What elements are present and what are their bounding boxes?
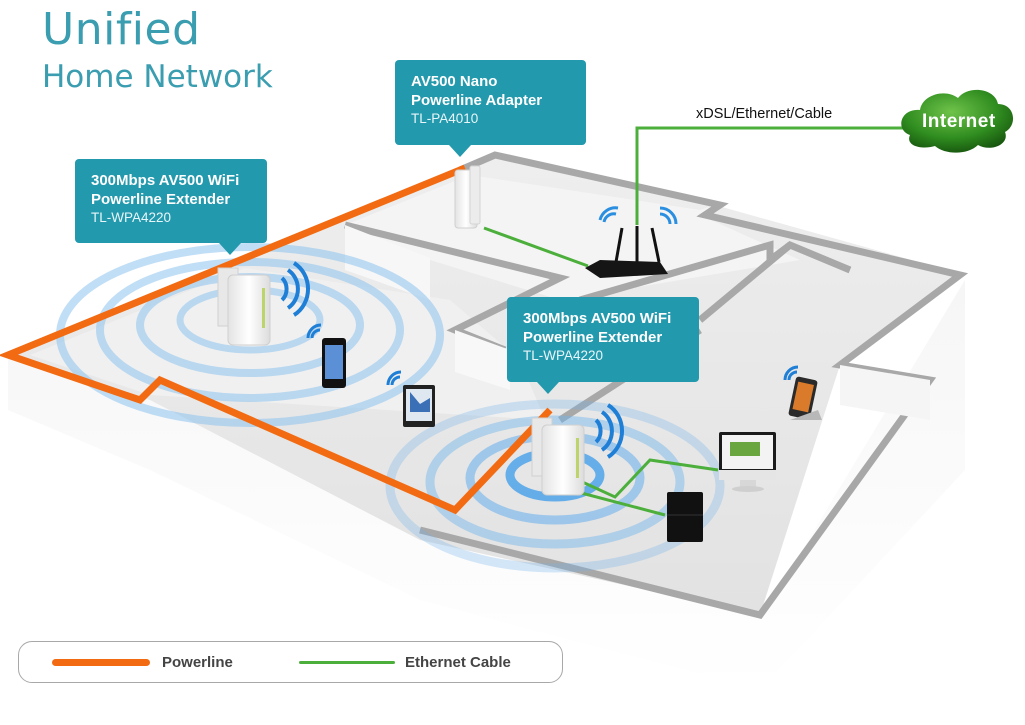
ethernet-adapter-router xyxy=(483,226,589,268)
callout-powerline-adapter: AV500 Nano Powerline Adapter TL-PA4010 xyxy=(395,60,586,157)
callout-model: TL-WPA4220 xyxy=(91,210,172,225)
legend-label-powerline: Powerline xyxy=(162,654,233,671)
legend-swatch-powerline xyxy=(52,659,150,666)
legend-swatch-ethernet xyxy=(299,661,395,664)
console-icon xyxy=(667,492,703,542)
wall-top-outer xyxy=(419,151,969,619)
legend: Powerline Ethernet Cable xyxy=(18,641,563,683)
internet-cloud xyxy=(901,89,1014,153)
powerline-path xyxy=(0,164,553,515)
wall-face-3 xyxy=(840,365,930,420)
wifi-extender-icon xyxy=(541,424,585,496)
wifi-extender-left xyxy=(217,261,311,346)
callout-extender-left: 300Mbps AV500 WiFi Powerline Extender TL… xyxy=(75,159,267,255)
wall-inner-c xyxy=(697,242,793,323)
page-subtitle: Home Network xyxy=(42,59,273,95)
callout-title-line1: 300Mbps AV500 WiFi xyxy=(91,172,240,189)
callout-title-line2: Powerline Extender xyxy=(91,191,231,208)
callout-pointer xyxy=(219,243,241,255)
callout-title-line1: AV500 Nano xyxy=(411,73,498,90)
powerline-links xyxy=(0,164,553,515)
router xyxy=(585,206,678,278)
callout-pointer xyxy=(449,145,471,157)
ethernet-extender-console xyxy=(569,488,666,517)
callout-model: TL-PA4010 xyxy=(411,111,479,126)
callout-title-line2: Powerline Adapter xyxy=(411,92,543,109)
tablet xyxy=(386,370,435,427)
ethernet-uplink xyxy=(635,126,920,225)
callout-extender-right: 300Mbps AV500 WiFi Powerline Extender TL… xyxy=(507,297,699,394)
cloud-icon xyxy=(901,89,1014,153)
page-title: Unified xyxy=(42,4,201,55)
game-console xyxy=(667,492,703,542)
docked-phone xyxy=(783,365,822,420)
callout-model: TL-WPA4220 xyxy=(523,348,604,363)
wall-face-2 xyxy=(455,330,510,390)
uplink-label: xDSL/Ethernet/Cable xyxy=(696,106,833,122)
legend-label-ethernet: Ethernet Cable xyxy=(405,654,511,671)
ethernet-extender-monitor xyxy=(577,458,719,499)
powerline-adapter xyxy=(454,165,481,229)
wifi-extender-right xyxy=(531,403,625,496)
wall-face-1 xyxy=(345,225,430,300)
callout-title-line2: Powerline Extender xyxy=(523,329,663,346)
ethernet-links xyxy=(483,126,920,517)
wifi-extender-icon xyxy=(227,274,271,346)
building-side xyxy=(8,280,965,690)
internet-label: Internet xyxy=(922,111,996,132)
desktop-computer xyxy=(719,432,776,492)
smartphone xyxy=(306,323,346,388)
callout-title-line1: 300Mbps AV500 WiFi xyxy=(523,310,672,327)
router-icon xyxy=(585,260,668,278)
callout-pointer xyxy=(537,382,559,394)
